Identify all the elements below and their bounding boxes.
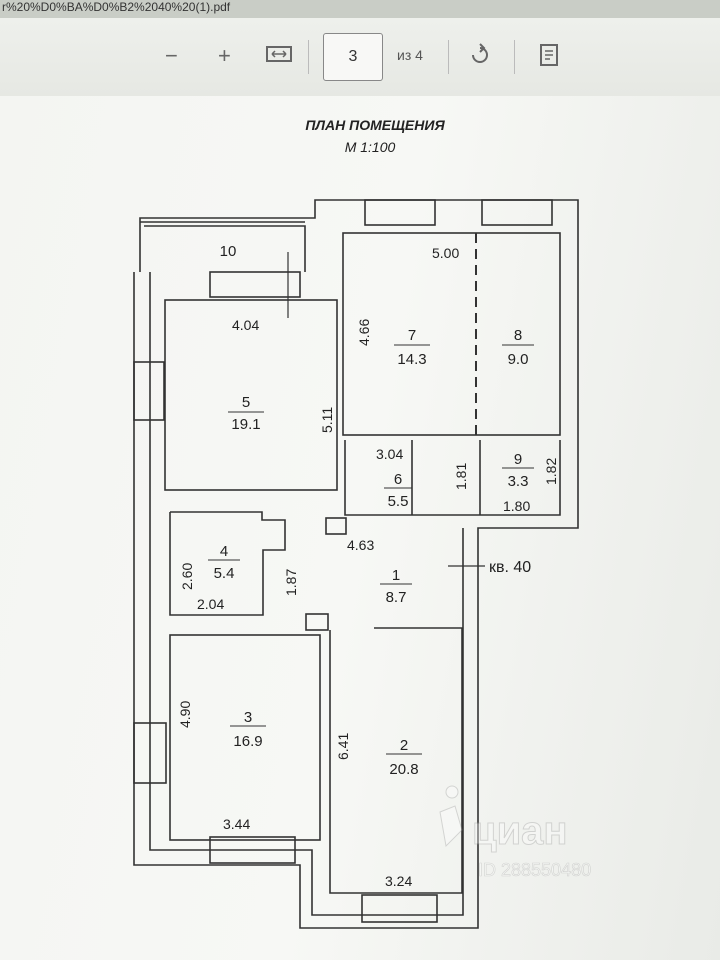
room-7-number: 7 xyxy=(408,327,416,344)
rotate-icon[interactable] xyxy=(468,43,492,72)
dim-2-60: 2.60 xyxy=(179,563,195,590)
dim-5-11: 5.11 xyxy=(319,407,335,433)
room-5-area: 19.1 xyxy=(231,416,260,433)
dim-4-04: 4.04 xyxy=(232,317,259,333)
plan-scale: М 1:100 xyxy=(345,139,396,155)
dim-2-04: 2.04 xyxy=(197,596,224,612)
dim-1-80: 1.80 xyxy=(503,498,530,514)
room-3-area: 16.9 xyxy=(233,733,262,750)
url-text: r%20%D0%BA%D0%B2%2040%20(1).pdf xyxy=(2,0,231,14)
pdf-page xyxy=(0,96,720,960)
fit-width-icon[interactable] xyxy=(266,44,292,69)
room-9-number: 9 xyxy=(514,451,522,468)
page-number-input[interactable]: 3 xyxy=(323,33,383,81)
plan-title: ПЛАН ПОМЕЩЕНИЯ xyxy=(305,117,445,133)
page-count-label: из 4 xyxy=(397,47,423,63)
zoom-in-button[interactable]: + xyxy=(218,43,231,68)
dim-3-24: 3.24 xyxy=(385,873,412,889)
room-4-number: 4 xyxy=(220,543,228,560)
room-5-number: 5 xyxy=(242,394,250,411)
room-1-area: 8.7 xyxy=(386,589,407,606)
room-7-area: 14.3 xyxy=(397,351,426,368)
dim-1-81: 1.81 xyxy=(453,463,469,490)
room-10-number: 10 xyxy=(220,243,237,260)
room-3-number: 3 xyxy=(244,709,252,726)
dim-5-00: 5.00 xyxy=(432,245,459,261)
room-2-area: 20.8 xyxy=(389,761,418,778)
watermark-brand: циан xyxy=(472,809,568,853)
dim-4-90: 4.90 xyxy=(177,701,193,728)
room-6-area: 5.5 xyxy=(388,493,409,510)
pdf-toolbar: − + 3 из 4 xyxy=(0,18,720,97)
cian-logo-icon xyxy=(439,785,463,848)
watermark-id: ID 288550480 xyxy=(478,860,591,880)
dim-1-87: 1.87 xyxy=(283,569,299,596)
dim-4-66: 4.66 xyxy=(356,319,372,346)
cian-watermark: циан ID 288550480 xyxy=(439,785,591,880)
document-properties-icon[interactable] xyxy=(538,43,562,72)
apartment-label: кв. 40 xyxy=(489,559,531,576)
room-4-area: 5.4 xyxy=(214,565,235,582)
room-6-number: 6 xyxy=(394,471,402,488)
dim-3-44: 3.44 xyxy=(223,816,250,832)
address-bar[interactable]: r%20%D0%BA%D0%B2%2040%20(1).pdf xyxy=(0,0,720,18)
dim-6-41: 6.41 xyxy=(335,733,351,760)
dim-1-82: 1.82 xyxy=(543,458,559,485)
room-2-number: 2 xyxy=(400,737,408,754)
dim-3-04: 3.04 xyxy=(376,446,403,462)
room-1-number: 1 xyxy=(392,567,400,584)
room-9-area: 3.3 xyxy=(508,473,529,490)
dim-4-63: 4.63 xyxy=(347,537,374,553)
room-8-number: 8 xyxy=(514,327,522,344)
room-8-area: 9.0 xyxy=(508,351,529,368)
zoom-out-button[interactable]: − xyxy=(165,43,178,68)
